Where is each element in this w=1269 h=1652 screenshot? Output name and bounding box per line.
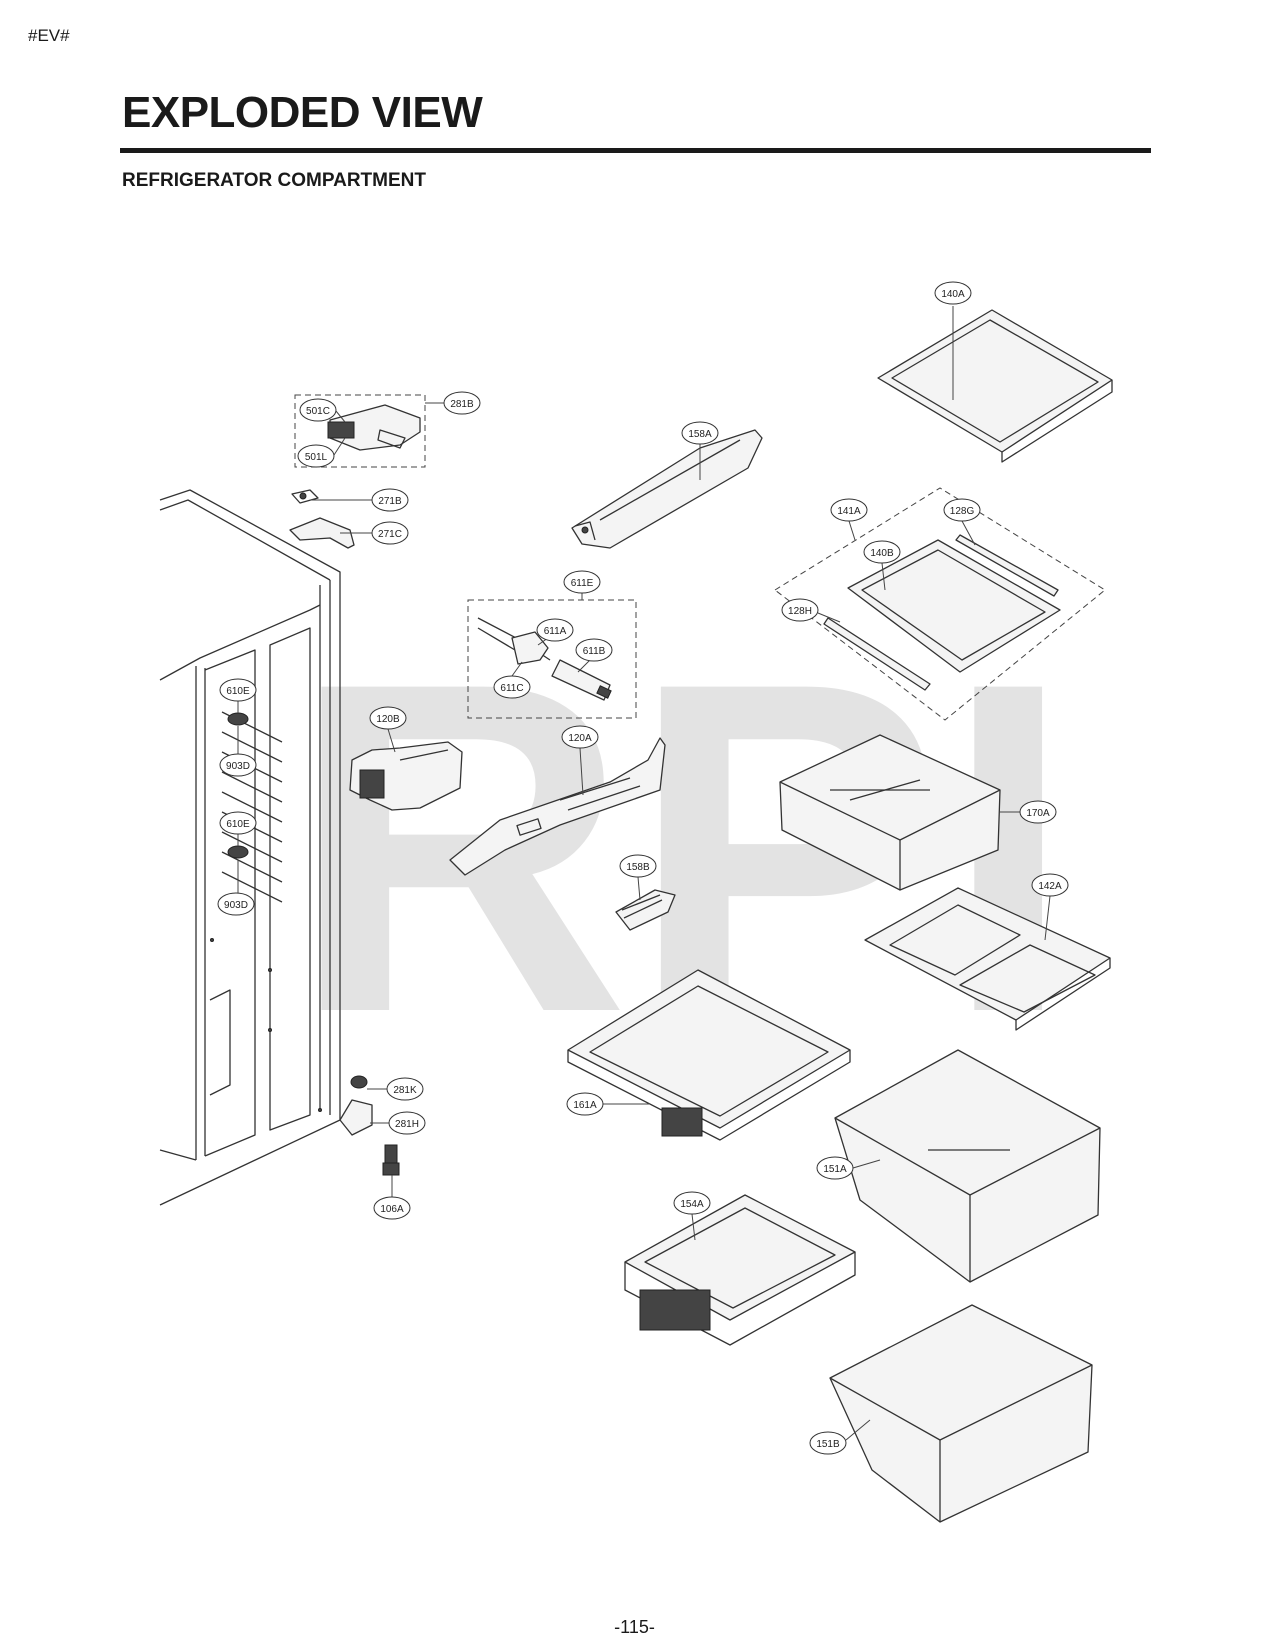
callout-151B: 151B	[809, 1419, 871, 1455]
callout-154A: 154A	[673, 1191, 711, 1241]
callout-106A: 106A	[373, 1175, 411, 1220]
callout-141A: 141A	[830, 498, 868, 541]
svg-text:501L: 501L	[305, 452, 328, 463]
glass-shelf-140A	[877, 309, 1113, 463]
callout-501C: 501C	[299, 398, 346, 423]
svg-text:170A: 170A	[1026, 808, 1050, 819]
svg-text:903D: 903D	[226, 761, 250, 772]
callout-140B: 140B	[863, 540, 901, 591]
svg-text:120B: 120B	[376, 714, 400, 725]
svg-text:501C: 501C	[306, 406, 330, 417]
callout-903D-upper: 903D	[219, 726, 257, 777]
svg-text:281B: 281B	[450, 399, 474, 410]
vegetable-drawer-151A	[834, 1049, 1101, 1283]
callout-281B: 281B	[425, 391, 481, 415]
svg-text:151A: 151A	[823, 1164, 847, 1175]
vegetable-drawer-151B	[829, 1304, 1093, 1523]
callout-610E-lower: 610E	[219, 811, 257, 846]
callout-281H: 281H	[370, 1111, 426, 1135]
callout-611A: 611A	[536, 618, 574, 646]
svg-text:140A: 140A	[941, 289, 965, 300]
callout-140A: 140A	[934, 281, 972, 400]
callout-611C: 611C	[493, 661, 531, 699]
svg-text:271C: 271C	[378, 529, 402, 540]
callout-128H: 128H	[781, 598, 841, 623]
svg-text:142A: 142A	[1038, 881, 1062, 892]
shelf-rail-clips	[227, 712, 249, 859]
pcb-assembly-group	[294, 394, 426, 468]
document-tag: #EV#	[28, 26, 70, 45]
damper-housing-120B	[349, 741, 463, 811]
svg-text:611E: 611E	[571, 578, 594, 589]
svg-text:141A: 141A	[837, 506, 861, 517]
shelf-assembly-group	[774, 487, 1106, 721]
crisper-drawer-170A	[779, 734, 1001, 891]
callout-170A: 170A	[1000, 800, 1057, 824]
glass-shelf-161A	[567, 969, 851, 1141]
callout-120A: 120A	[561, 725, 599, 796]
split-shelf-142A	[864, 887, 1111, 1031]
callout-271B: 271B	[310, 488, 409, 512]
svg-text:281K: 281K	[393, 1085, 417, 1096]
hinge-hardware	[339, 1075, 400, 1176]
callout-281K: 281K	[367, 1077, 424, 1101]
svg-text:151B: 151B	[816, 1439, 840, 1450]
bracket-271	[289, 489, 355, 549]
callout-611B: 611B	[575, 638, 613, 673]
svg-text:281H: 281H	[395, 1119, 419, 1130]
callout-158A: 158A	[681, 421, 719, 480]
svg-text:128H: 128H	[788, 606, 812, 617]
callout-271C: 271C	[340, 521, 409, 545]
callout-158B: 158B	[619, 854, 657, 901]
svg-text:611C: 611C	[500, 683, 523, 694]
callout-903D-lower: 903D	[217, 860, 255, 916]
svg-text:158A: 158A	[688, 429, 712, 440]
callout-161A: 161A	[566, 1092, 650, 1116]
page-number: -115-	[614, 1617, 655, 1637]
svg-text:128G: 128G	[950, 506, 975, 517]
callout-501L: 501L	[297, 437, 346, 468]
vent-cover-158B	[615, 889, 676, 931]
callout-120B: 120B	[369, 706, 407, 753]
svg-text:140B: 140B	[870, 548, 894, 559]
callout-151A: 151A	[816, 1156, 881, 1180]
svg-text:158B: 158B	[626, 862, 650, 873]
callout-610E-upper: 610E	[219, 678, 257, 713]
callout-611E: 611E	[563, 570, 601, 600]
title-rule	[120, 148, 1151, 153]
callout-128G: 128G	[943, 498, 981, 546]
air-duct-120A	[449, 737, 666, 876]
callout-142A: 142A	[1031, 873, 1069, 941]
svg-text:154A: 154A	[680, 1199, 704, 1210]
page-title: EXPLODED VIEW	[122, 88, 483, 137]
lamp-assembly-group	[467, 599, 637, 719]
section-subtitle: REFRIGERATOR COMPARTMENT	[122, 170, 426, 191]
svg-text:611B: 611B	[583, 646, 606, 657]
svg-text:611A: 611A	[544, 626, 567, 637]
svg-text:610E: 610E	[226, 686, 250, 697]
svg-text:271B: 271B	[378, 496, 402, 507]
svg-text:903D: 903D	[224, 900, 248, 911]
svg-text:106A: 106A	[380, 1204, 404, 1215]
svg-text:120A: 120A	[568, 733, 592, 744]
drawer-cover-154A	[624, 1194, 856, 1346]
lamp-cover-158A	[571, 429, 763, 549]
svg-text:610E: 610E	[226, 819, 250, 830]
svg-text:161A: 161A	[573, 1100, 597, 1111]
